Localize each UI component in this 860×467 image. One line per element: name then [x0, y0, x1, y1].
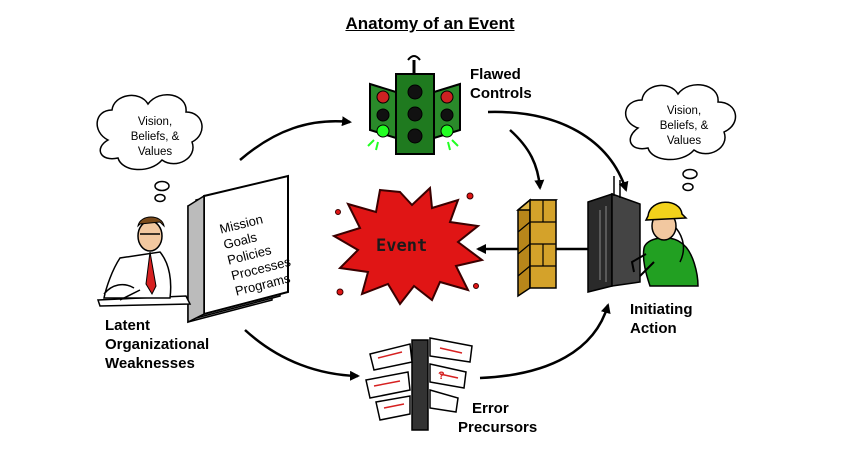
- arrow-weaknesses-to-controls: [239, 116, 352, 161]
- signpost-icon: [365, 337, 473, 431]
- arrow-precursors-to-action: [479, 303, 611, 380]
- thought-cloud-left-icon: [96, 94, 203, 203]
- barrier-wall-icon: [515, 198, 559, 298]
- arrow-weaknesses-to-precursors: [244, 329, 360, 381]
- office-worker-icon: [96, 216, 192, 307]
- hard-hat-worker-icon: [630, 201, 699, 287]
- cloud-right-text: Vision, Beliefs, & Values: [659, 105, 709, 147]
- cloud-left-text: Vision, Beliefs, & Values: [130, 116, 180, 158]
- flawed-controls-label: Flawed Controls: [470, 66, 532, 102]
- initiating-action-label: Initiating Action: [630, 301, 693, 337]
- event-splat-icon: [331, 185, 485, 306]
- diagram-title: Anatomy of an Event: [345, 14, 515, 33]
- thought-cloud-right-icon: [625, 84, 737, 192]
- error-precursors-label: Error Precursors: [458, 400, 538, 436]
- latent-weaknesses-label: Latent Organizational Weaknesses: [105, 317, 210, 372]
- traffic-light-icon: [367, 55, 461, 155]
- arrow-controls-to-action: [487, 110, 629, 192]
- arrow-controls-to-barrier: [509, 129, 545, 190]
- control-panel-icon: [587, 176, 641, 293]
- signpost-question-mark: ?: [438, 370, 445, 382]
- binder-icon: [187, 174, 289, 324]
- event-label: Event: [376, 236, 428, 256]
